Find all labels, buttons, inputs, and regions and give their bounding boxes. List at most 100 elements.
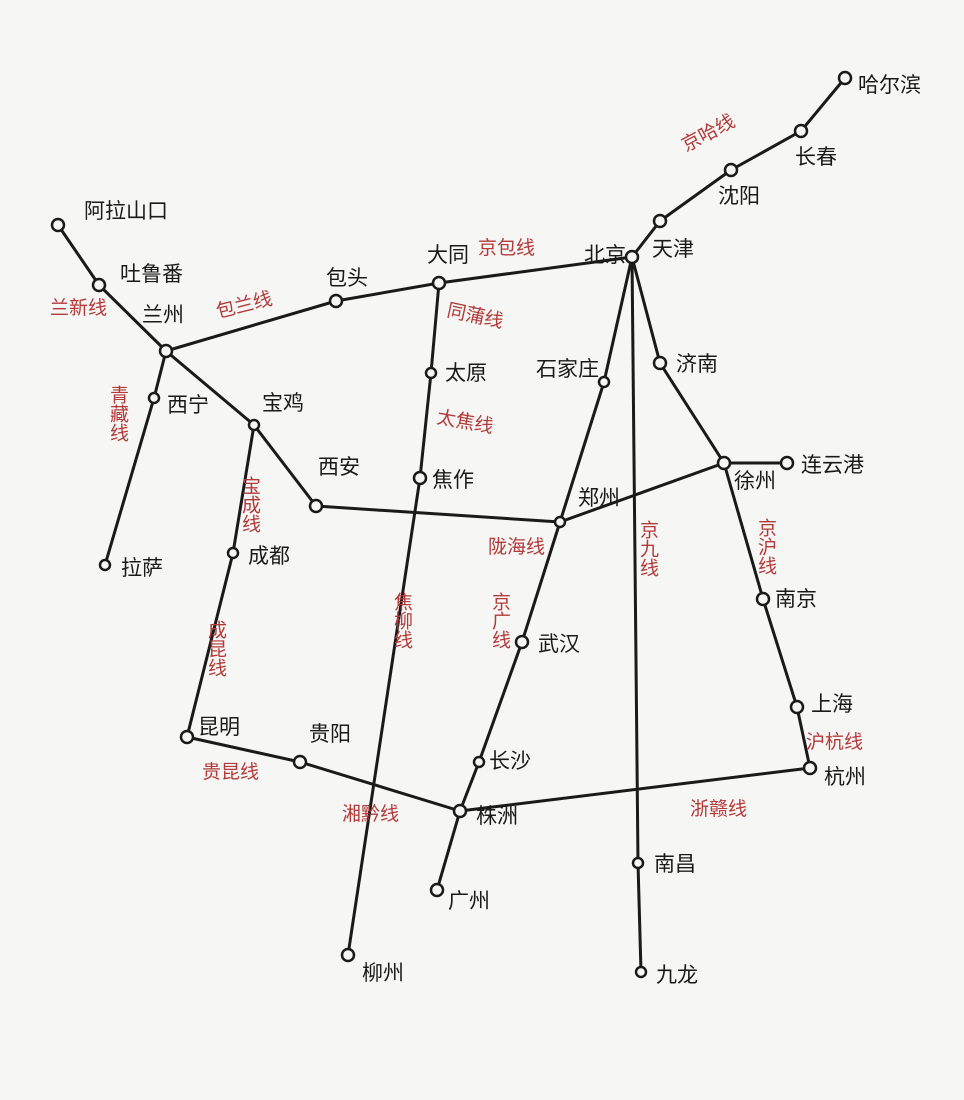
label-lhasa: 拉萨 (121, 556, 163, 580)
railway-lines (56, 76, 847, 974)
station-wuhan (514, 634, 530, 650)
label-shanghai: 上海 (811, 692, 853, 716)
station-jiulong (634, 965, 648, 979)
label-wuhan: 武汉 (538, 632, 580, 656)
label-harbin: 哈尔滨 (858, 73, 921, 97)
station-alashankou (50, 217, 66, 233)
station-kunming (179, 729, 195, 745)
label-nanchang: 南昌 (654, 852, 696, 876)
line-baolan-jingbao (164, 255, 634, 353)
label-nanjing: 南京 (775, 587, 817, 611)
station-lianyungang (779, 455, 795, 471)
label-jinan: 济南 (676, 352, 718, 376)
line-huhang (795, 705, 812, 770)
rail-label-zhegan: 浙赣线 (690, 798, 747, 820)
city-labels: 哈尔滨 长春 沈阳 天津 北京 阿拉山口 吐鲁番 兰州 西宁 拉萨 宝鸡 西安 … (84, 73, 921, 987)
station-changsha (472, 755, 486, 769)
rail-label-huhang: 沪杭线 (806, 731, 863, 753)
label-jiulong: 九龙 (656, 963, 698, 987)
label-guangzhou: 广州 (448, 889, 490, 913)
station-jiaozuo (412, 470, 428, 486)
line-zhegan (458, 766, 812, 813)
station-jinan (652, 355, 668, 371)
rail-label-longhai: 陇海线 (488, 536, 545, 558)
rail-label-xianggui: 湘黔线 (342, 803, 399, 825)
rail-label-chengkun: 成昆线 (205, 620, 227, 677)
label-zhengzhou: 郑州 (578, 486, 620, 510)
line-qingzang (103, 349, 168, 567)
station-zhuzhou (452, 803, 468, 819)
station-chengdu (226, 546, 240, 560)
rail-label-jiaoliu: 焦柳线 (391, 592, 413, 649)
label-jiaozuo: 焦作 (432, 468, 474, 492)
label-xian: 西安 (318, 455, 360, 479)
station-baoji (247, 418, 261, 432)
line-baocheng-chengkun (185, 423, 256, 739)
rail-label-jingguang: 京广线 (489, 592, 511, 649)
station-shijiazhuang (597, 375, 611, 389)
label-chengdu: 成都 (248, 544, 290, 568)
label-tianjin: 天津 (652, 237, 694, 261)
line-longhai-west (164, 349, 562, 524)
rail-label-guikun: 贵昆线 (202, 761, 259, 783)
label-datong: 大同 (427, 243, 469, 267)
rail-label-jingbao: 京包线 (478, 237, 535, 259)
label-changchun: 长春 (795, 145, 837, 169)
label-lanzhou: 兰州 (142, 303, 184, 327)
line-jingguang (435, 255, 634, 892)
station-xuzhou (716, 455, 732, 471)
label-baoji: 宝鸡 (262, 391, 304, 415)
label-shenyang: 沈阳 (718, 184, 760, 208)
rail-label-lanxin: 兰新线 (50, 297, 107, 319)
station-nanchang (631, 856, 645, 870)
label-hangzhou: 杭州 (824, 765, 866, 789)
station-harbin (837, 70, 853, 86)
rail-label-qingzang: 青藏线 (107, 385, 129, 442)
station-hangzhou (802, 760, 818, 776)
rail-label-tongpu: 同蒲线 (445, 299, 505, 332)
rail-label-baolan: 包兰线 (214, 288, 275, 323)
label-alashankou: 阿拉山口 (84, 199, 168, 223)
label-baotou: 包头 (326, 266, 368, 290)
station-guangzhou (429, 882, 445, 898)
station-nanjing (755, 591, 771, 607)
station-baotou (328, 293, 344, 309)
station-zhengzhou (553, 515, 567, 529)
label-lianyungang: 连云港 (801, 453, 864, 477)
station-shenyang (723, 162, 739, 178)
station-tianjin (652, 213, 668, 229)
rail-label-taijiao: 太焦线 (435, 406, 495, 438)
station-taiyuan (424, 366, 438, 380)
label-changsha: 长沙 (489, 749, 531, 773)
label-liuzhou: 柳州 (362, 961, 404, 985)
line-tongpu-jiaoliu (346, 281, 441, 957)
station-turpan (91, 277, 107, 293)
stations (50, 70, 853, 979)
station-liuzhou (340, 947, 356, 963)
station-shanghai (789, 699, 805, 715)
station-datong (431, 275, 447, 291)
label-shijiazhuang: 石家庄 (536, 357, 599, 381)
label-turpan: 吐鲁番 (120, 262, 183, 286)
label-beijing: 北京 (584, 243, 626, 267)
rail-label-baocheng: 宝成线 (239, 476, 261, 533)
label-xining: 西宁 (167, 393, 209, 417)
label-kunming: 昆明 (198, 715, 240, 739)
station-xining (147, 391, 161, 405)
label-zhuzhou: 株洲 (476, 804, 518, 828)
station-changchun (793, 123, 809, 139)
rail-label-jinghu: 京沪线 (755, 518, 777, 575)
line-lanxin (56, 223, 168, 353)
label-xuzhou: 徐州 (734, 469, 776, 493)
rail-label-jingjiu: 京九线 (637, 520, 659, 577)
station-lanzhou (158, 343, 174, 359)
rail-label-jingha: 京哈线 (678, 110, 739, 156)
station-xian (308, 498, 324, 514)
station-lhasa (98, 558, 112, 572)
label-taiyuan: 太原 (445, 361, 487, 385)
station-beijing (624, 249, 640, 265)
station-guiyang (292, 754, 308, 770)
label-guiyang: 贵阳 (309, 722, 351, 746)
